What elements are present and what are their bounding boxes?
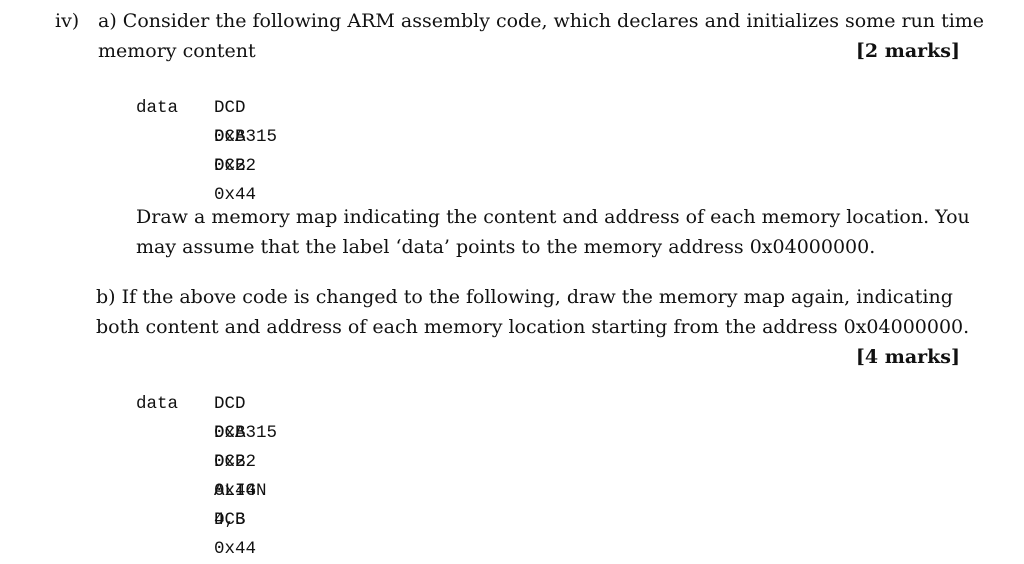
part-a-instruction-line1: Draw a memory map indicating the content… <box>136 206 970 228</box>
part-b-prompt-line2: both content and address of each memory … <box>96 316 970 338</box>
code-instruction: DCD 0xA315 <box>214 394 278 443</box>
code-instruction: DCB 0x22 <box>214 127 257 176</box>
part-a-prompt-line2: memory content <box>98 40 256 62</box>
code-instruction: ALIGN 4,3 <box>214 481 267 530</box>
question-number: iv) <box>55 10 80 32</box>
part-b-marks: [4 marks] <box>855 346 960 368</box>
part-a-marks: [2 marks] <box>855 40 960 62</box>
part-b-prompt-line1: b) If the above code is changed to the f… <box>96 286 953 308</box>
part-a-prompt-line1: a) Consider the following ARM assembly c… <box>98 10 985 32</box>
code-instruction: DCD 0xA315 <box>214 98 278 147</box>
page: { "question": { "number": "iv)", "part_a… <box>55 10 985 559</box>
code-instruction: DCB 0x44 <box>214 452 257 501</box>
code-label: data <box>136 394 179 414</box>
code-label: data <box>136 98 179 118</box>
code-instruction: DCB 0x22 <box>214 423 257 472</box>
part-a-instruction-line2: may assume that the label ‘data’ points … <box>136 236 876 258</box>
code-instruction: DCB 0x44 <box>214 156 257 205</box>
code-instruction: DCB 0x44 <box>214 510 257 559</box>
